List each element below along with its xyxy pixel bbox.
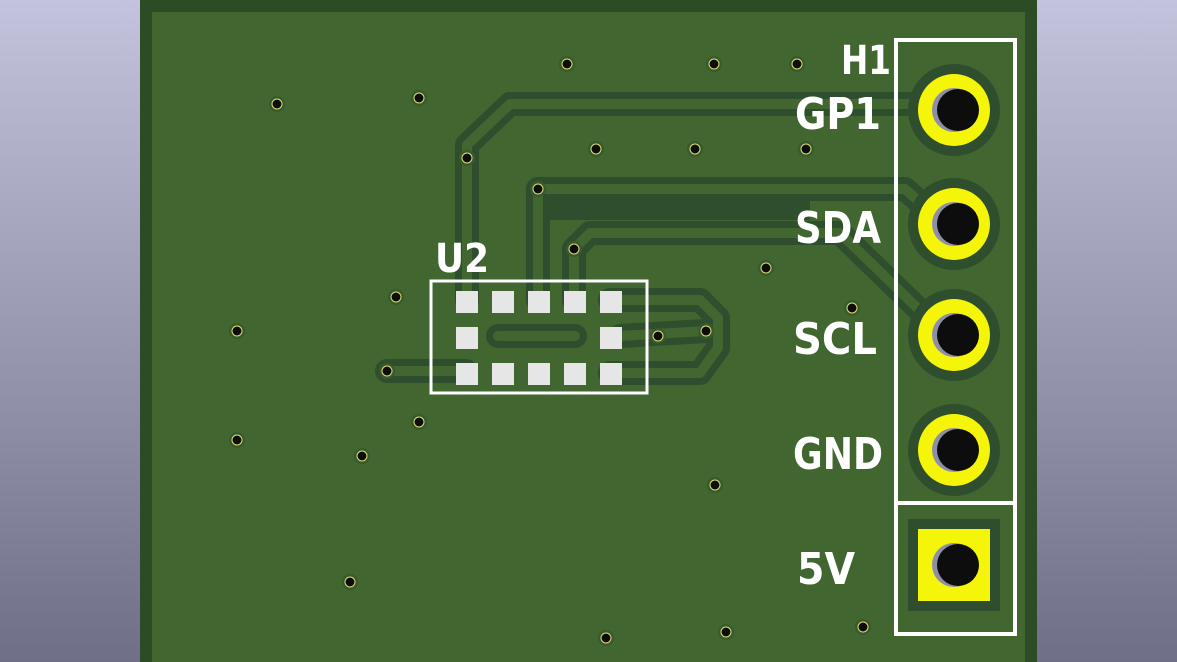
via bbox=[706, 56, 722, 72]
via bbox=[269, 96, 285, 112]
u2-smd-pad bbox=[564, 363, 586, 385]
via bbox=[388, 289, 404, 305]
h1-pin-label: SDA bbox=[795, 203, 881, 254]
u2-smd-pad bbox=[528, 363, 550, 385]
via bbox=[229, 432, 245, 448]
h1-pin-5: 5V bbox=[797, 519, 1000, 611]
via bbox=[855, 619, 871, 635]
u2-smd-pad bbox=[528, 291, 550, 313]
h1-pin-3: SCL bbox=[793, 289, 1000, 381]
u2-smd-pad bbox=[456, 291, 478, 313]
h1-pin-label: 5V bbox=[797, 544, 855, 595]
u2-smd-pad bbox=[492, 291, 514, 313]
u2-smd-pad bbox=[564, 291, 586, 313]
u2-outline bbox=[429, 279, 649, 395]
via bbox=[559, 56, 575, 72]
u2-smd-pad bbox=[492, 363, 514, 385]
u2-ref: U2 bbox=[435, 236, 489, 282]
via bbox=[687, 141, 703, 157]
h1-pin-2: SDA bbox=[795, 178, 1000, 270]
u2-smd-pad bbox=[600, 291, 622, 313]
u2-smd-pad bbox=[600, 327, 622, 349]
u2-footprint: U2 bbox=[429, 236, 649, 395]
h1-outline bbox=[894, 38, 1017, 636]
via bbox=[566, 241, 582, 257]
via bbox=[342, 574, 358, 590]
board bbox=[152, 12, 1025, 662]
via bbox=[598, 630, 614, 646]
h1-pin-1: GP1 bbox=[795, 64, 1000, 156]
h1-pin-4: GND bbox=[793, 404, 1000, 496]
via bbox=[530, 181, 546, 197]
via bbox=[789, 56, 805, 72]
h1-pin-label: SCL bbox=[793, 314, 877, 365]
u2-pads bbox=[456, 291, 622, 385]
via bbox=[411, 414, 427, 430]
via bbox=[758, 260, 774, 276]
via bbox=[459, 150, 475, 166]
u2-smd-pad bbox=[600, 363, 622, 385]
copper-pour bbox=[550, 200, 810, 220]
vias bbox=[229, 56, 871, 646]
via bbox=[588, 141, 604, 157]
via bbox=[379, 363, 395, 379]
u2-smd-pad bbox=[456, 363, 478, 385]
via bbox=[411, 90, 427, 106]
via bbox=[354, 448, 370, 464]
h1-pin-label: GP1 bbox=[795, 89, 881, 140]
via bbox=[707, 477, 723, 493]
via bbox=[650, 328, 666, 344]
u2-smd-pad bbox=[456, 327, 478, 349]
via bbox=[718, 624, 734, 640]
h1-ref: H1 bbox=[841, 38, 891, 84]
via bbox=[698, 323, 714, 339]
h1-pin-label: GND bbox=[793, 429, 883, 480]
via bbox=[229, 323, 245, 339]
via bbox=[798, 141, 814, 157]
via bbox=[844, 300, 860, 316]
